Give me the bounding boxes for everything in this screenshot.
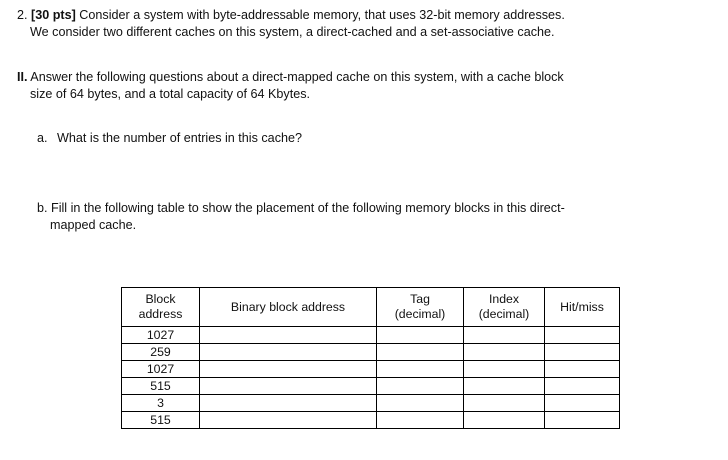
table-header-row: Block address Binary block address Tag (… bbox=[121, 287, 620, 327]
table-row: 515 bbox=[121, 411, 620, 429]
cell-hit-miss[interactable] bbox=[544, 343, 620, 361]
column-header-block-address-line1: Block bbox=[145, 292, 176, 306]
cell-hit-miss[interactable] bbox=[544, 411, 620, 429]
cell-index[interactable] bbox=[463, 326, 545, 344]
question-2-line-1-text: Consider a system with byte-addressable … bbox=[75, 8, 565, 22]
cell-binary-block-address[interactable] bbox=[199, 394, 377, 412]
cell-tag[interactable] bbox=[376, 394, 464, 412]
part-b-line-1: b. Fill in the following table to show t… bbox=[37, 200, 710, 217]
part-roman-line-1-text: Answer the following questions about a d… bbox=[27, 70, 564, 84]
cell-tag[interactable] bbox=[376, 377, 464, 395]
question-2-line-2: We consider two different caches on this… bbox=[30, 24, 555, 39]
column-header-hit-miss: Hit/miss bbox=[544, 287, 620, 327]
cell-hit-miss[interactable] bbox=[544, 394, 620, 412]
cell-tag[interactable] bbox=[376, 360, 464, 378]
column-header-index-line1: Index bbox=[488, 292, 520, 306]
part-b-line-2: mapped cache. bbox=[50, 217, 137, 232]
cell-index[interactable] bbox=[463, 360, 545, 378]
cell-index[interactable] bbox=[463, 343, 545, 361]
table-row: 3 bbox=[121, 394, 620, 412]
column-header-tag: Tag (decimal) bbox=[376, 287, 464, 327]
part-a-text: What is the number of entries in this ca… bbox=[57, 131, 303, 145]
part-b-line-1-text: Fill in the following table to show the … bbox=[47, 201, 565, 215]
cell-block-address: 515 bbox=[121, 411, 200, 429]
column-header-tag-line1: Tag bbox=[410, 292, 430, 306]
cell-block-address: 1027 bbox=[121, 360, 200, 378]
column-header-block-address-line2: address bbox=[138, 307, 183, 321]
cell-binary-block-address[interactable] bbox=[199, 377, 377, 395]
part-roman-marker: II. bbox=[17, 70, 28, 84]
part-b-block: b. Fill in the following table to show t… bbox=[37, 200, 710, 233]
cell-block-address: 1027 bbox=[121, 326, 200, 344]
cache-placement-table-wrapper: Block address Binary block address Tag (… bbox=[121, 287, 620, 429]
part-roman-line-1: II. Answer the following questions about… bbox=[17, 69, 707, 86]
cell-block-address: 515 bbox=[121, 377, 200, 395]
cell-hit-miss[interactable] bbox=[544, 360, 620, 378]
cell-block-address: 3 bbox=[121, 394, 200, 412]
table-row: 259 bbox=[121, 343, 620, 361]
part-roman-line-2: size of 64 bytes, and a total capacity o… bbox=[30, 86, 311, 101]
part-a-block: a. What is the number of entries in this … bbox=[37, 130, 677, 147]
table-row: 1027 bbox=[121, 326, 620, 344]
table-row: 515 bbox=[121, 377, 620, 395]
column-header-tag-line2: (decimal) bbox=[394, 307, 446, 321]
cell-binary-block-address[interactable] bbox=[199, 360, 377, 378]
cell-index[interactable] bbox=[463, 394, 545, 412]
part-b-marker: b. bbox=[37, 201, 48, 215]
cell-tag[interactable] bbox=[376, 411, 464, 429]
column-header-block-address: Block address bbox=[121, 287, 200, 327]
cell-binary-block-address[interactable] bbox=[199, 326, 377, 344]
column-header-index: Index (decimal) bbox=[463, 287, 545, 327]
question-number: 2. bbox=[17, 8, 28, 22]
cell-index[interactable] bbox=[463, 377, 545, 395]
question-2-block: 2. [30 pts] Consider a system with byte-… bbox=[17, 7, 707, 40]
cell-tag[interactable] bbox=[376, 343, 464, 361]
part-a-marker: a. bbox=[37, 131, 48, 145]
table-body: 1027 259 1027 bbox=[121, 326, 620, 429]
table-row: 1027 bbox=[121, 360, 620, 378]
cell-hit-miss[interactable] bbox=[544, 326, 620, 344]
cache-placement-table: Block address Binary block address Tag (… bbox=[121, 287, 620, 429]
cell-binary-block-address[interactable] bbox=[199, 411, 377, 429]
cell-index[interactable] bbox=[463, 411, 545, 429]
column-header-binary-block-address: Binary block address bbox=[199, 287, 377, 327]
cell-binary-block-address[interactable] bbox=[199, 343, 377, 361]
question-2-line-1: 2. [30 pts] Consider a system with byte-… bbox=[17, 7, 707, 24]
points-badge: [30 pts] bbox=[31, 8, 76, 22]
cell-block-address: 259 bbox=[121, 343, 200, 361]
part-roman-block: II. Answer the following questions about… bbox=[17, 69, 707, 102]
cell-hit-miss[interactable] bbox=[544, 377, 620, 395]
column-header-index-line2: (decimal) bbox=[478, 307, 530, 321]
table-header: Block address Binary block address Tag (… bbox=[121, 287, 620, 327]
cell-tag[interactable] bbox=[376, 326, 464, 344]
